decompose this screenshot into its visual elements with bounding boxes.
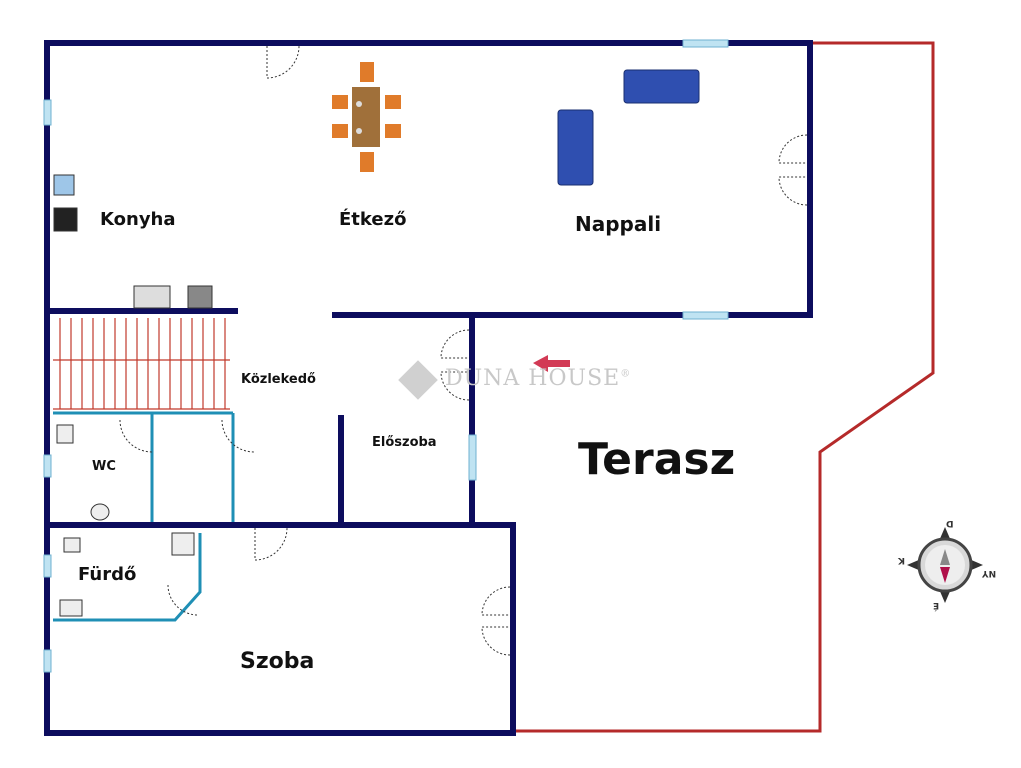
compass-s: É	[933, 600, 940, 610]
inner-walls	[53, 411, 235, 622]
room-label-wc: WC	[92, 459, 116, 474]
room-label-etkezo: Étkező	[339, 209, 407, 230]
room-label-terasz: Terasz	[578, 434, 736, 485]
sofas	[557, 69, 700, 186]
compass-icon	[907, 527, 983, 603]
windows	[43, 39, 729, 673]
watermark-text: DUNA HOUSE	[445, 366, 621, 391]
appliances	[53, 174, 213, 617]
dining-set	[332, 62, 401, 172]
compass-w: K	[898, 555, 905, 565]
room-label-szoba: Szoba	[240, 649, 315, 674]
terrace-outline	[513, 41, 935, 733]
room-label-furdo: Fürdő	[78, 564, 137, 585]
room-label-eloszoba: Előszoba	[372, 435, 437, 450]
entrance-arrow-icon	[533, 355, 570, 372]
room-label-nappali: Nappali	[575, 212, 662, 236]
outer-walls	[44, 40, 813, 736]
watermark-registered: ®	[620, 368, 632, 380]
compass-e: NY	[982, 568, 997, 578]
room-label-kozlekedo: Közlekedő	[241, 372, 316, 387]
logo-diamond-icon	[398, 360, 438, 400]
room-label-konyha: Konyha	[100, 209, 176, 230]
stairs	[53, 318, 230, 410]
watermark: DUNA HOUSE®	[445, 366, 631, 391]
doors	[119, 45, 808, 656]
compass-n: D	[946, 518, 954, 528]
